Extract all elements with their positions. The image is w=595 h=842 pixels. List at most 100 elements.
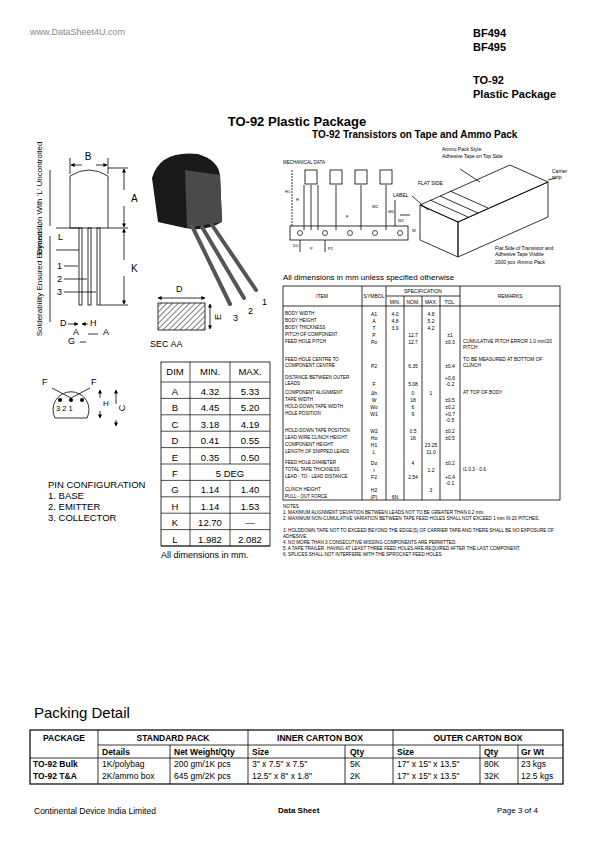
label-text: 80K (484, 759, 499, 769)
label-text: 5.33 (241, 386, 260, 397)
label-text: 3 (430, 487, 433, 493)
label-text: 4.19 (241, 419, 260, 430)
label-text: T (372, 325, 375, 331)
label-text: Packing Detail (34, 704, 130, 722)
label-text: +0.4 -0.1 (441, 474, 459, 486)
label-text: Plastic Package (473, 88, 556, 101)
label-text: 23.25 (425, 442, 438, 448)
label-text: SYMBOL (364, 293, 385, 299)
label-text: 200 gm/1K pcs (174, 759, 231, 769)
label-text: 4.8 (428, 311, 435, 317)
label-text: 12.5" x 8" x 1.8" (252, 771, 312, 781)
label-text: H (90, 318, 97, 329)
label-text: LEAD WIRE CLINCH HEIGHT (285, 435, 361, 441)
label-text: P (372, 332, 375, 338)
label-text: ±0.4 (445, 363, 455, 369)
label-text: FLAT SIDE (418, 180, 443, 186)
label-text: CLINCH HEIGHT (285, 487, 361, 493)
label-text: TO-92 Transistors on Tape and Ammo Pack (312, 129, 517, 141)
label-text: 3. COLLECTOR (48, 512, 116, 523)
label-text: E (213, 314, 224, 320)
label-text: BODY THICKNESS (285, 325, 361, 331)
label-text: 0.50 (241, 452, 260, 463)
label-text: H (172, 501, 179, 512)
label-text: 3. HOLDDOWN TAPE NOT TO EXCEED BEYOND TH… (283, 528, 558, 539)
label-text: PIN CONFIGURATION (48, 479, 145, 490)
label-text: FEED HOLE CENTRE TO COMPONENT CENTRE (285, 357, 361, 368)
label-text: PACKAGE (43, 733, 85, 743)
label-text: 12.5 kgs (521, 771, 553, 781)
label-text: TO-92 (473, 74, 504, 87)
label-text: — (245, 517, 255, 528)
label-text: MAX. (238, 366, 261, 377)
label-text: Do (371, 460, 377, 466)
label-text: 3 (233, 313, 238, 324)
label-text: D (176, 284, 183, 295)
label-text: Po (371, 339, 377, 345)
label-text: 4.45 (201, 402, 220, 413)
label-text: Ammo Pack Style (442, 146, 481, 152)
label-text: BODY HEIGHT (285, 318, 361, 324)
label-text: 12.7 (408, 339, 418, 345)
page-title: TO-92 Plastic Package (228, 114, 367, 130)
label-text: 4. NO MORE THAN 3 CONSECUTIVE MISSING CO… (283, 540, 558, 546)
label-text: TOL. (444, 299, 455, 305)
label-text: ±0.5 (445, 435, 455, 441)
label-text: Wo (370, 404, 377, 410)
label-text: H2 (371, 487, 377, 493)
label-text: H (296, 198, 299, 203)
label-text: A1 (371, 311, 377, 317)
label-text: Page 3 of 4 (497, 806, 538, 816)
label-text: 1K/polybag (102, 759, 145, 769)
label-text: 3.9 (392, 325, 399, 331)
label-text: AT TOP OF BODY (463, 390, 558, 396)
label-text: 4.0 (392, 311, 399, 317)
label-text: (P) (371, 494, 378, 500)
label-text: 2K/ammo box (102, 771, 154, 781)
label-text: F2 (371, 474, 377, 480)
label-text: F (372, 381, 375, 387)
label-text: MAX. (425, 299, 437, 305)
label-text: HOLD-DOWN TAPE WIDTH (285, 404, 361, 410)
label-text: 17" x 15" x 13.5" (397, 771, 459, 781)
label-text: FEED HOLE PITCH (285, 339, 361, 345)
label-text: D (60, 318, 67, 329)
label-text: TAPE WIDTH (285, 397, 361, 403)
label-text: ±0.2 (445, 428, 455, 434)
label-text: P (310, 247, 313, 252)
label-text: 1.14 (201, 501, 220, 512)
label-text: 4.32 (201, 386, 220, 397)
label-text: HOLD-DOWN TAPE POSITION (285, 428, 361, 434)
label-text: 17" x 15" x 13.5" (397, 759, 459, 769)
label-text: All dimensions in mm. (161, 550, 249, 561)
label-text: 4.8 (392, 318, 399, 324)
label-text: Details (102, 747, 130, 757)
label-text: P2 (371, 363, 377, 369)
label-text: 5.08 (408, 381, 418, 387)
label-text: Size (397, 747, 414, 757)
label-text: LEAD - TO - LEAD DISTANCE (285, 474, 361, 480)
label-text: 1. BASE (48, 490, 84, 501)
label-text: H (103, 399, 109, 409)
label-text: COMPONENT HEIGHT (285, 442, 361, 448)
label-text: NOM. (406, 299, 419, 305)
label-text: COMPONENT ALIGNMENT (285, 390, 361, 396)
label-text: 2. MAXIMUM NON-CUMULATIVE VARIATION BETW… (283, 516, 558, 522)
label-text: HOLE POSITION (285, 411, 361, 417)
label-text: 6N (392, 494, 398, 500)
label-text: 1.982 (198, 534, 222, 545)
label-text: 32K (484, 771, 499, 781)
label-text: 23 kgs (521, 759, 546, 769)
label-text: t1 0.3 - 0.6 (463, 467, 558, 473)
label-text: 1 (262, 297, 267, 308)
label-text: B (85, 151, 92, 163)
label-text: W0 (388, 210, 394, 215)
label-text: t (373, 467, 374, 473)
label-text: 1.40 (241, 484, 260, 495)
label-text: 645 gm/2K pcs (174, 771, 231, 781)
label-text: CUMULATIVE PITCH ERROR 1.0 mm/20 PITCH (463, 339, 558, 351)
label-text: Size (252, 747, 269, 757)
label-text: ±0.3 (445, 339, 455, 345)
label-text: 12.70 (198, 517, 222, 528)
